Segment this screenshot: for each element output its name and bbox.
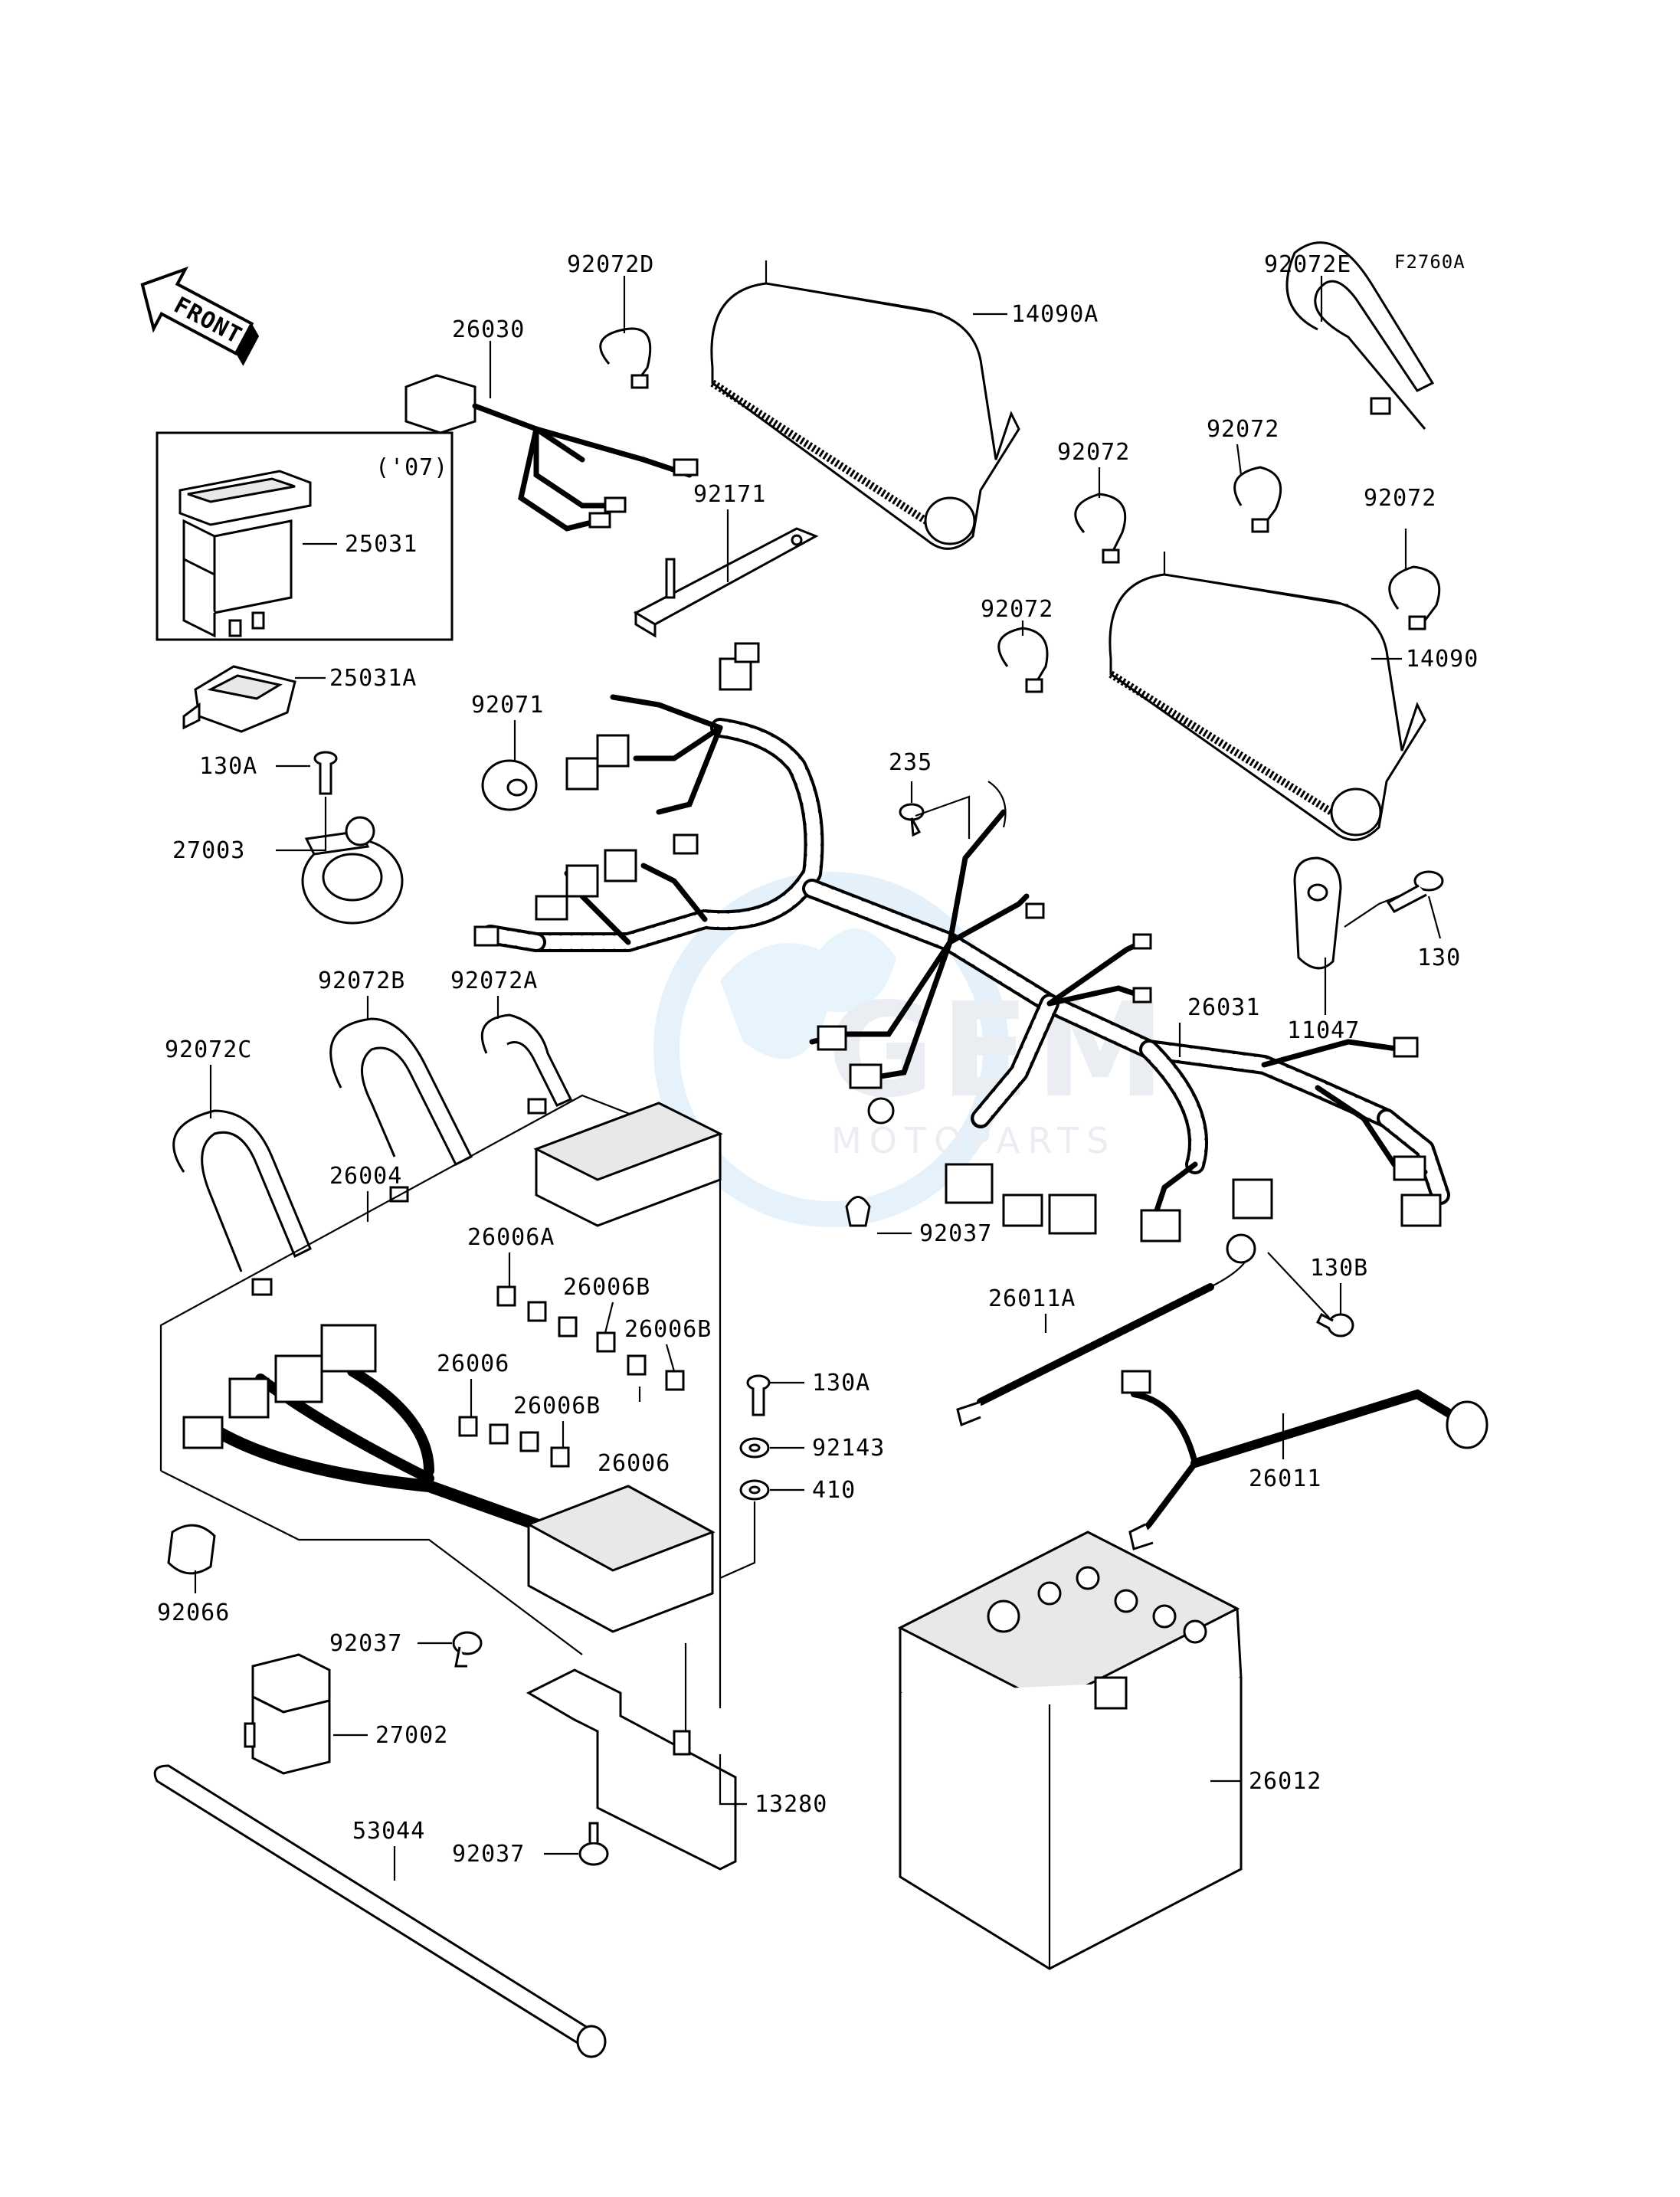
callout-92072B: 92072B bbox=[318, 968, 405, 994]
horn-27003[interactable] bbox=[301, 816, 404, 925]
junction-box-group-26004 bbox=[159, 1094, 722, 1708]
callout-26006-2: 26006 bbox=[598, 1450, 670, 1477]
clamp-92072-d[interactable] bbox=[997, 627, 1049, 693]
grommet-92071[interactable] bbox=[481, 759, 538, 811]
callout-26006B-3: 26006B bbox=[513, 1393, 601, 1419]
bracket-92171[interactable] bbox=[633, 527, 819, 638]
callout-26006A: 26006A bbox=[467, 1224, 555, 1251]
clip-92037-center[interactable] bbox=[845, 1196, 871, 1227]
callout-92143: 92143 bbox=[812, 1435, 885, 1462]
callout-26006-1: 26006 bbox=[437, 1351, 509, 1377]
callout-26011: 26011 bbox=[1249, 1465, 1321, 1492]
callout-235: 235 bbox=[889, 749, 932, 776]
plate-11047[interactable] bbox=[1293, 856, 1342, 970]
callout-92072A: 92072A bbox=[450, 968, 538, 994]
cover-14090A[interactable] bbox=[710, 260, 1020, 550]
callout-25031: 25031 bbox=[345, 531, 418, 558]
inset-box-25031: ('07) bbox=[156, 431, 454, 641]
harness-26030[interactable] bbox=[404, 374, 699, 532]
clamp-92072-a[interactable] bbox=[1233, 466, 1282, 533]
band-92072A[interactable] bbox=[480, 1013, 573, 1115]
main-harness-26031[interactable] bbox=[473, 642, 1450, 1243]
callout-92037-left: 92037 bbox=[329, 1630, 402, 1657]
callout-410: 410 bbox=[812, 1477, 856, 1504]
callout-92037-lower: 92037 bbox=[452, 1841, 525, 1868]
callout-92072-4: 92072 bbox=[981, 596, 1053, 623]
leader-lines bbox=[194, 276, 1442, 1881]
callout-92037-center: 92037 bbox=[919, 1220, 992, 1247]
clamp-92072D[interactable] bbox=[599, 327, 652, 389]
callout-92072C: 92072C bbox=[165, 1036, 252, 1063]
callout-92072D: 92072D bbox=[567, 251, 654, 278]
callout-25031A: 25031A bbox=[329, 665, 417, 692]
washer-92143[interactable] bbox=[739, 1437, 770, 1459]
callout-130A-lower: 130A bbox=[812, 1370, 870, 1396]
callout-92072-1: 92072 bbox=[1057, 439, 1130, 466]
callout-26006B-1: 26006B bbox=[563, 1274, 650, 1301]
band-92072C[interactable] bbox=[172, 1109, 312, 1296]
bolt-130[interactable] bbox=[1386, 870, 1444, 913]
washer-410[interactable] bbox=[739, 1479, 770, 1501]
watermark-sub: MOTOPARTS bbox=[831, 1120, 1116, 1161]
callout-130B: 130B bbox=[1310, 1255, 1368, 1282]
clamp-92072-c[interactable] bbox=[1388, 565, 1441, 630]
callout-130: 130 bbox=[1417, 945, 1461, 971]
callout-130A-upper: 130A bbox=[199, 753, 257, 780]
callout-27003: 27003 bbox=[172, 837, 245, 864]
clip-92037-lower[interactable] bbox=[578, 1822, 609, 1866]
bolt-130A-upper[interactable] bbox=[313, 751, 338, 795]
junction-box-harness[interactable] bbox=[182, 1324, 716, 1633]
inset-year-note: ('07) bbox=[375, 454, 448, 481]
bolt-130B[interactable] bbox=[1316, 1312, 1354, 1338]
band-92072E[interactable] bbox=[1285, 241, 1435, 430]
cable-26011[interactable] bbox=[1121, 1370, 1488, 1550]
grommet-92066[interactable] bbox=[167, 1524, 216, 1575]
front-arrow-icon: FRONT bbox=[140, 266, 260, 366]
callout-11047: 11047 bbox=[1287, 1017, 1360, 1044]
callout-92072E: 92072E bbox=[1264, 251, 1351, 278]
callout-26012: 26012 bbox=[1249, 1768, 1321, 1795]
callout-53044: 53044 bbox=[352, 1818, 425, 1845]
callout-26031: 26031 bbox=[1187, 994, 1260, 1021]
callout-27002: 27002 bbox=[375, 1722, 448, 1749]
figure-code: F2760A bbox=[1394, 251, 1465, 273]
callout-26030: 26030 bbox=[452, 316, 525, 343]
callout-14090A: 14090A bbox=[1011, 301, 1099, 328]
bolt-130A-lower[interactable] bbox=[746, 1374, 771, 1416]
callout-92066: 92066 bbox=[157, 1599, 230, 1626]
callout-14090: 14090 bbox=[1406, 646, 1479, 673]
fuses[interactable] bbox=[458, 1285, 685, 1468]
hour-meter-25031[interactable] bbox=[178, 470, 312, 638]
callouts: 92072D 26030 14090A 92072E 92072 92072 9… bbox=[157, 251, 1479, 1868]
callout-92072-2: 92072 bbox=[1207, 416, 1279, 443]
relay-27002[interactable] bbox=[244, 1653, 331, 1775]
cable-26011A[interactable] bbox=[956, 1233, 1256, 1427]
callout-92071: 92071 bbox=[471, 692, 544, 719]
bracket-13280[interactable] bbox=[526, 1668, 737, 1871]
callout-92072-3: 92072 bbox=[1364, 485, 1436, 512]
callout-13280: 13280 bbox=[755, 1791, 827, 1818]
callout-26006B-2: 26006B bbox=[624, 1316, 712, 1343]
band-92072B[interactable] bbox=[329, 1017, 473, 1203]
callout-26004: 26004 bbox=[329, 1163, 402, 1190]
battery-26012[interactable] bbox=[897, 1531, 1243, 1970]
cover-14090[interactable] bbox=[1109, 552, 1426, 841]
clip-92037-left[interactable] bbox=[452, 1631, 483, 1668]
callout-26011A: 26011A bbox=[988, 1285, 1076, 1312]
tube-53044[interactable] bbox=[153, 1764, 607, 2058]
junction-box-cover[interactable] bbox=[533, 1102, 723, 1227]
meter-holder-25031A[interactable] bbox=[182, 665, 296, 733]
callout-92171: 92171 bbox=[693, 481, 766, 508]
clamp-92072-b[interactable] bbox=[1074, 493, 1127, 564]
screw-235[interactable] bbox=[899, 803, 925, 837]
